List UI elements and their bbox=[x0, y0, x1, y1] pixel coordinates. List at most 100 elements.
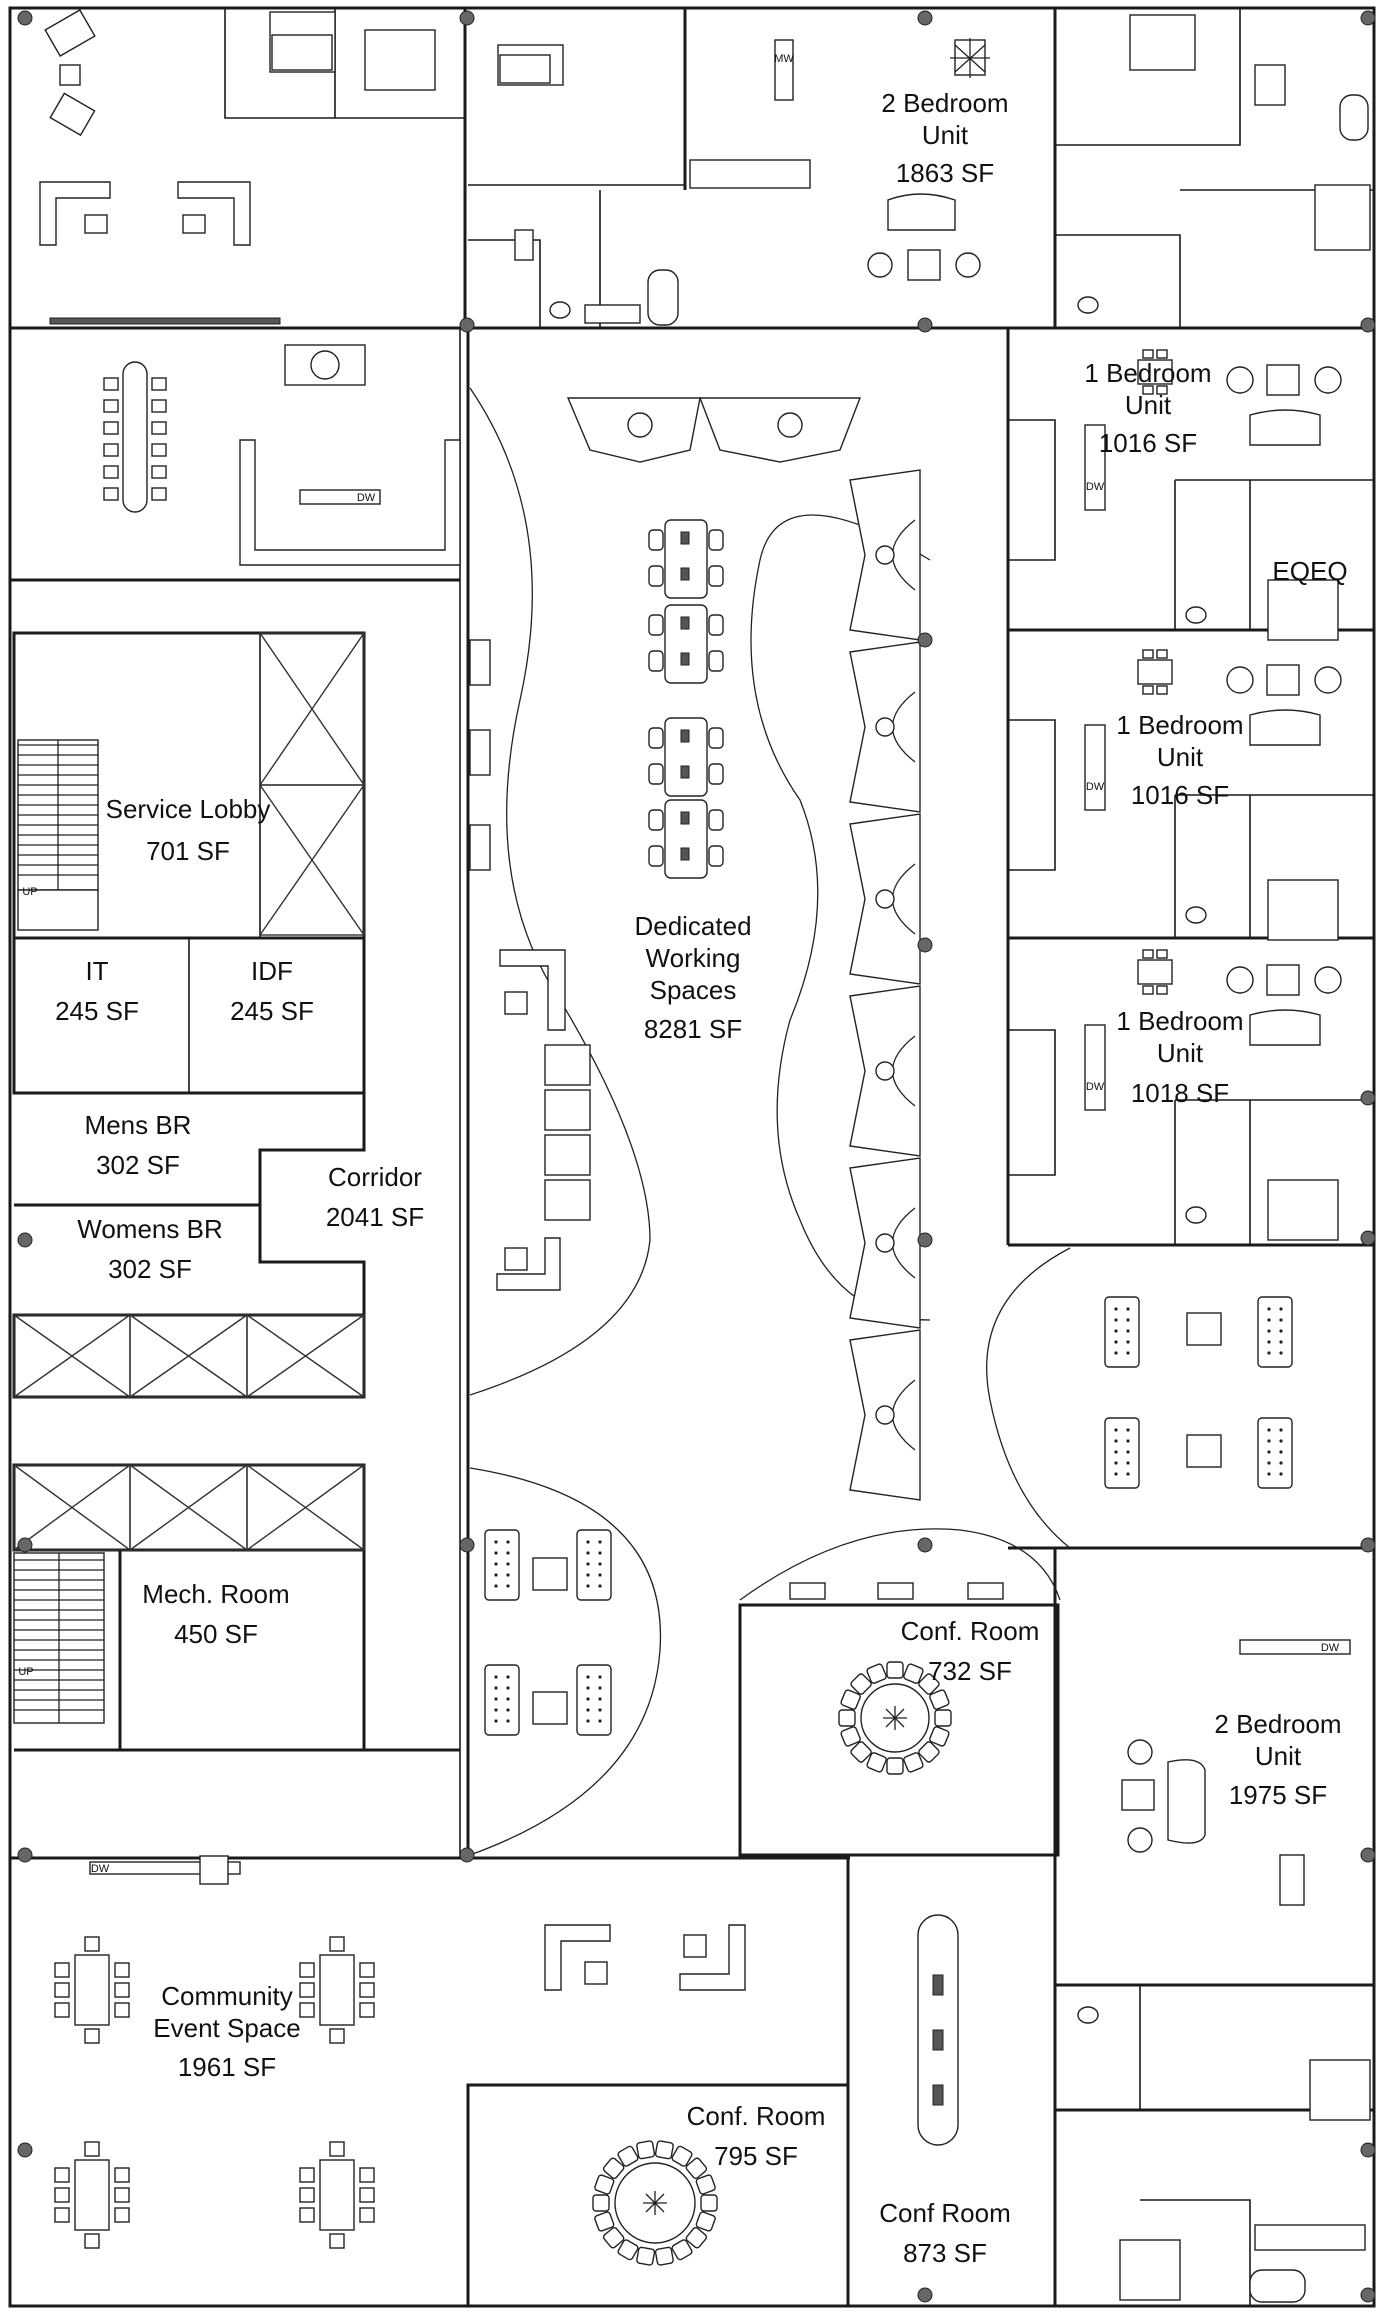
chair bbox=[1156, 685, 1168, 695]
sofa-stitch bbox=[1126, 1307, 1130, 1311]
sofa-stitch bbox=[1114, 1428, 1118, 1432]
chair bbox=[617, 2145, 639, 2167]
chair bbox=[685, 2226, 708, 2249]
chair bbox=[299, 1982, 315, 1998]
chair bbox=[594, 2211, 615, 2232]
chair bbox=[359, 1982, 375, 1998]
chair bbox=[299, 2002, 315, 2018]
sofa-stitch bbox=[1279, 1329, 1283, 1333]
dining-table bbox=[1137, 959, 1173, 985]
chair bbox=[54, 1982, 70, 1998]
room-label-equipment: EQEQ bbox=[1272, 556, 1347, 586]
sofa-stitch bbox=[506, 1708, 510, 1712]
chair bbox=[840, 1726, 861, 1747]
sofa-stitch bbox=[1126, 1472, 1130, 1476]
sofa-stitch bbox=[1267, 1329, 1271, 1333]
column bbox=[1360, 2287, 1376, 2303]
sofa-stitch bbox=[1267, 1450, 1271, 1454]
armchair bbox=[1314, 966, 1342, 994]
chair bbox=[617, 2239, 639, 2261]
bed bbox=[1267, 579, 1339, 641]
chair bbox=[84, 2028, 100, 2044]
side-table bbox=[1266, 364, 1300, 396]
dining-table bbox=[1137, 359, 1173, 385]
sofa-stitch bbox=[1126, 1439, 1130, 1443]
column bbox=[17, 1232, 33, 1248]
chair bbox=[685, 2157, 708, 2180]
dishwasher-label: DW bbox=[1086, 1081, 1105, 1093]
sofa-stitch bbox=[1279, 1428, 1283, 1432]
chair bbox=[103, 399, 119, 413]
dishwasher-label: DW bbox=[1086, 481, 1105, 493]
chair bbox=[648, 650, 664, 672]
sofa-stitch bbox=[1114, 1472, 1118, 1476]
column bbox=[917, 937, 933, 953]
conf-732-sideboards bbox=[789, 1582, 1004, 1600]
sofa-stitch bbox=[1279, 1318, 1283, 1322]
monitor bbox=[680, 729, 690, 743]
west-lounge-seating bbox=[469, 639, 591, 1291]
island bbox=[1084, 724, 1106, 811]
chair bbox=[151, 399, 167, 413]
sofa bbox=[1104, 1296, 1140, 1368]
workstations-top bbox=[566, 397, 862, 463]
chair bbox=[1142, 685, 1154, 695]
table-centre-mark bbox=[883, 1706, 907, 1730]
chair bbox=[934, 1709, 952, 1727]
stair-west-north: UP bbox=[17, 739, 99, 931]
sofa-stitch bbox=[586, 1584, 590, 1588]
chair bbox=[299, 2207, 315, 2223]
pod-chair bbox=[875, 717, 895, 737]
sofa-stitch bbox=[494, 1562, 498, 1566]
chair bbox=[648, 565, 664, 587]
conf-table-732 bbox=[838, 1661, 952, 1775]
dishwasher-label: DW bbox=[1086, 781, 1105, 793]
sofa-stitch bbox=[598, 1584, 602, 1588]
workstation-pods bbox=[849, 469, 921, 1501]
structural-columns bbox=[17, 10, 1376, 2303]
chair bbox=[708, 565, 724, 587]
chair bbox=[918, 1741, 940, 1763]
sofa bbox=[576, 1664, 612, 1736]
coffee-table bbox=[1186, 1434, 1222, 1468]
sofa-stitch bbox=[1114, 1340, 1118, 1344]
chair bbox=[850, 1673, 872, 1695]
sofa-stitch bbox=[1267, 1307, 1271, 1311]
island bbox=[1084, 424, 1106, 511]
chair bbox=[103, 465, 119, 479]
sofa bbox=[484, 1664, 520, 1736]
sofa-stitch bbox=[1114, 1351, 1118, 1355]
chair bbox=[1156, 349, 1168, 359]
coffee-table bbox=[532, 1691, 568, 1725]
sofa-stitch bbox=[1267, 1340, 1271, 1344]
sofa-stitch bbox=[1267, 1461, 1271, 1465]
monitor bbox=[680, 652, 690, 666]
armchair bbox=[1314, 366, 1342, 394]
desk bbox=[664, 519, 708, 599]
coffee-table bbox=[1186, 1312, 1222, 1346]
east-unit-furniture: DW DW DW bbox=[1084, 349, 1342, 1241]
column bbox=[459, 317, 475, 333]
sofa-stitch bbox=[1279, 1450, 1283, 1454]
dining-table bbox=[74, 1954, 110, 2026]
dining-table bbox=[319, 1954, 355, 2026]
chair bbox=[648, 614, 664, 636]
desk bbox=[664, 604, 708, 684]
chair bbox=[1156, 649, 1168, 659]
chair bbox=[1142, 985, 1154, 995]
chair bbox=[708, 763, 724, 785]
sofa-stitch bbox=[1267, 1318, 1271, 1322]
sofa-stitch bbox=[1126, 1329, 1130, 1333]
side-table bbox=[1266, 964, 1300, 996]
sofa-stitch bbox=[494, 1540, 498, 1544]
dishwasher-label: DW bbox=[91, 1863, 110, 1875]
stair-up-label: UP bbox=[18, 1666, 33, 1678]
sofa bbox=[1257, 1296, 1293, 1368]
column bbox=[917, 1537, 933, 1553]
north-bedrooms bbox=[269, 11, 1371, 251]
